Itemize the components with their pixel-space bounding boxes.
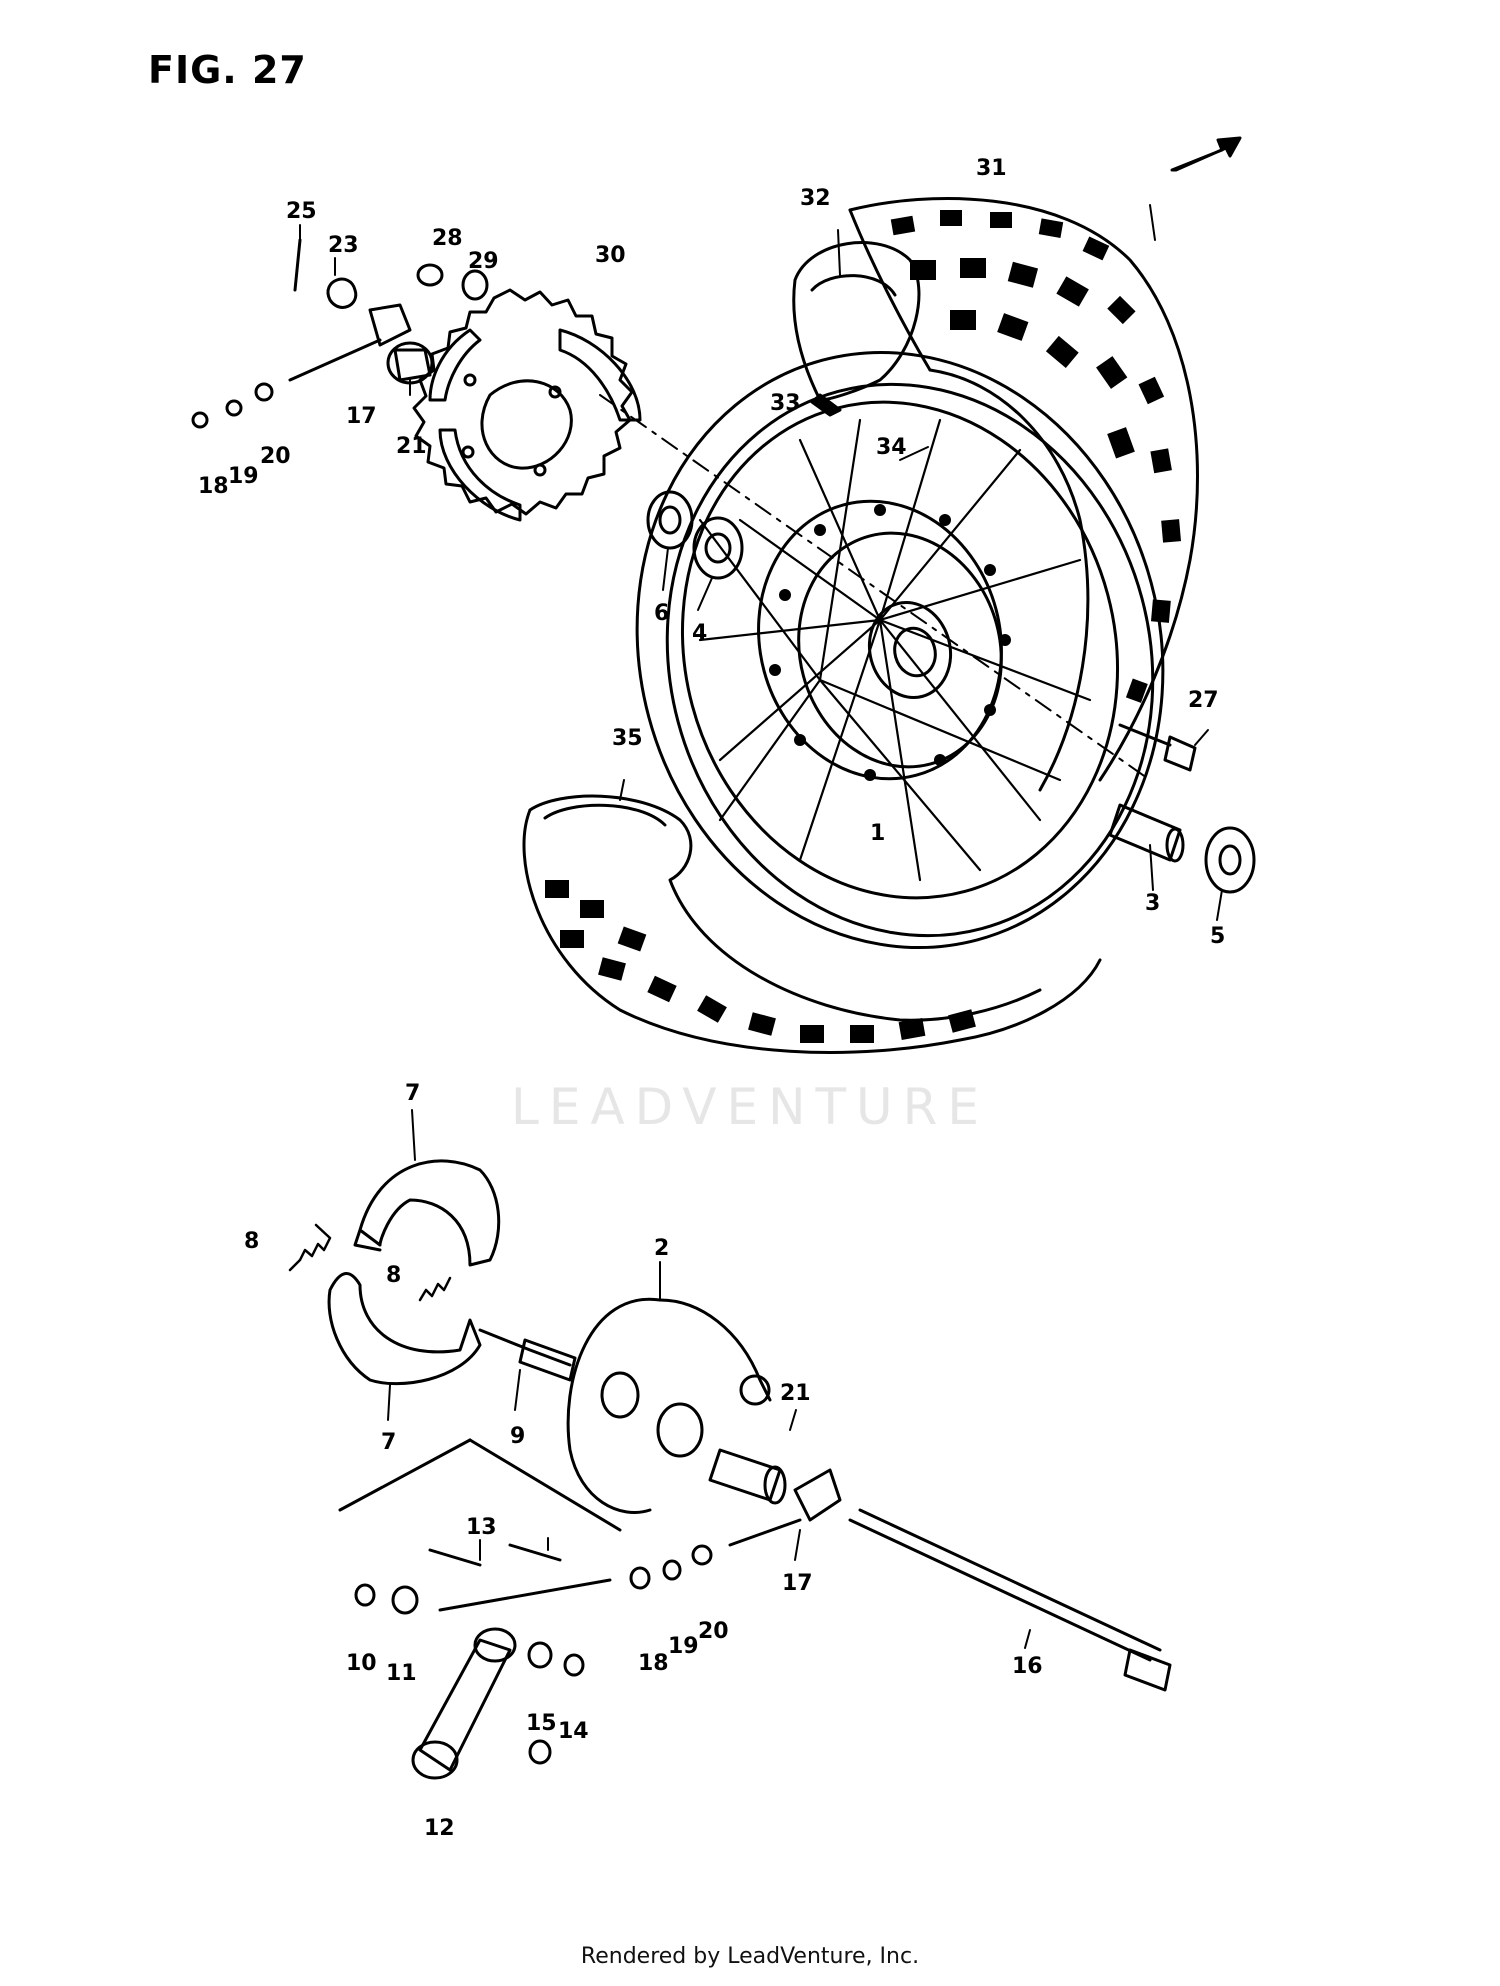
brake-panel-2 bbox=[566, 1297, 772, 1514]
bearing-4 bbox=[692, 516, 744, 580]
lower-hardware bbox=[338, 1438, 713, 1765]
torque-link-12 bbox=[411, 1627, 517, 1780]
axle-16 bbox=[848, 1508, 1172, 1692]
callout-8-left: 8 bbox=[244, 1229, 259, 1254]
callout-21-lower: 21 bbox=[780, 1381, 811, 1406]
callout-20-lower: 20 bbox=[698, 1619, 729, 1644]
callout-27: 29 bbox=[468, 249, 499, 274]
callout-26: 28 bbox=[432, 226, 463, 251]
bearing-5 bbox=[1204, 826, 1256, 894]
front-arrow-icon bbox=[1170, 136, 1242, 172]
wheel-rim-32 bbox=[635, 351, 1165, 949]
callout-11: 11 bbox=[386, 1661, 417, 1686]
oil-seal-6 bbox=[646, 490, 694, 550]
callout-19-lower: 19 bbox=[668, 1634, 699, 1659]
tire-lower-part-33 bbox=[522, 794, 1102, 1054]
tire-upper-part-29 bbox=[848, 197, 1199, 792]
callout-10: 10 bbox=[346, 1651, 377, 1676]
callout-19-upper: 19 bbox=[228, 464, 259, 489]
callout-23: 23 bbox=[328, 233, 359, 258]
callout-3: 3 bbox=[1145, 891, 1160, 916]
callout-4: 4 bbox=[692, 621, 707, 646]
axle-centerline bbox=[599, 394, 1151, 781]
callout-30: 32 bbox=[800, 186, 831, 211]
callout-labels: 25 23 28 29 30 31 32 33 34 17 21 18 19 2… bbox=[198, 156, 1225, 1841]
leader-lines bbox=[299, 204, 1223, 1649]
spring-8-left bbox=[288, 1223, 332, 1272]
callout-18-upper: 18 bbox=[198, 474, 229, 499]
callout-7-lower: 7 bbox=[381, 1430, 396, 1455]
brake-shoe-lower-7 bbox=[327, 1272, 482, 1386]
callout-16: 16 bbox=[1012, 1654, 1043, 1679]
adjuster-17-lower bbox=[728, 1468, 842, 1547]
spring-8-right bbox=[418, 1276, 452, 1302]
callout-32: 34 bbox=[876, 435, 907, 460]
callout-7-upper: 7 bbox=[405, 1081, 420, 1106]
callout-15: 15 bbox=[526, 1711, 557, 1736]
bolt-25 bbox=[1118, 723, 1197, 772]
footer-credit: Rendered by LeadVenture, Inc. bbox=[580, 1944, 920, 1969]
callout-17-lower: 17 bbox=[782, 1571, 813, 1596]
sprocket-28 bbox=[412, 288, 642, 522]
callout-25: 27 bbox=[1188, 688, 1219, 713]
callout-18-lower: 18 bbox=[638, 1651, 669, 1676]
watermark: LEADVENTURE bbox=[511, 1078, 989, 1136]
hub-1 bbox=[757, 499, 1011, 781]
figure-title: FIG. 27 bbox=[148, 48, 307, 92]
callout-21-upper: 21 bbox=[396, 434, 427, 459]
callout-1: 1 bbox=[870, 821, 885, 846]
callout-14: 14 bbox=[558, 1719, 589, 1744]
brake-shoe-upper-7 bbox=[353, 1159, 501, 1267]
callout-5: 5 bbox=[1210, 924, 1225, 949]
callout-28: 30 bbox=[595, 243, 626, 268]
callout-12: 12 bbox=[424, 1816, 455, 1841]
spacer-3 bbox=[1108, 803, 1185, 863]
callout-2: 2 bbox=[654, 1236, 669, 1261]
spacer-21-lower bbox=[708, 1448, 787, 1505]
callout-8-right: 8 bbox=[386, 1263, 401, 1288]
callout-29: 31 bbox=[976, 156, 1007, 181]
inner-tube-30 bbox=[792, 241, 921, 417]
callout-24: 25 bbox=[286, 199, 317, 224]
callout-17-upper: 17 bbox=[346, 404, 377, 429]
callout-13: 13 bbox=[466, 1515, 497, 1540]
callout-20-upper: 20 bbox=[260, 444, 291, 469]
callout-33: 35 bbox=[612, 726, 643, 751]
callout-9: 9 bbox=[510, 1424, 525, 1449]
upper-hardware bbox=[191, 238, 489, 429]
callout-31: 33 bbox=[770, 391, 801, 416]
callout-6: 6 bbox=[654, 601, 669, 626]
brake-cam-9 bbox=[478, 1328, 577, 1382]
